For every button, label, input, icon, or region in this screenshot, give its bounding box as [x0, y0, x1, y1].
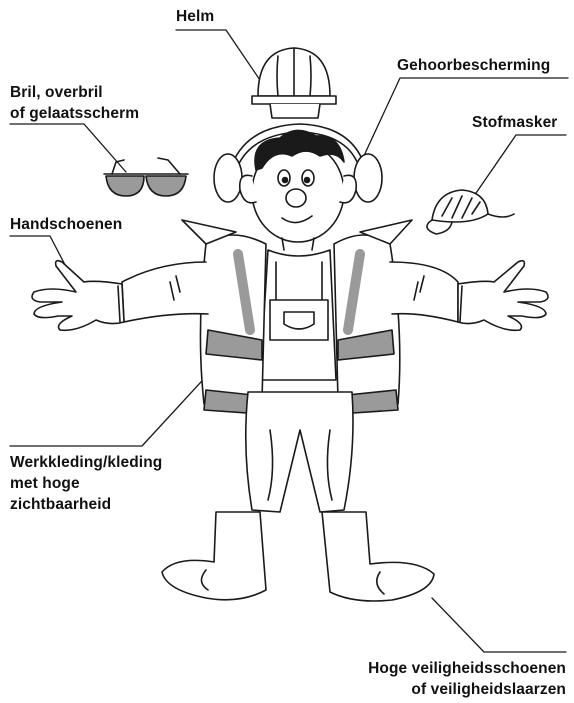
worker-legs [246, 392, 353, 512]
safety-glasses-icon [104, 158, 188, 196]
label-workwear: Werkkleding/kleding met hoge zichtbaarhe… [10, 452, 162, 515]
label-dust-mask: Stofmasker [472, 112, 557, 133]
worker-head [240, 130, 357, 250]
label-helmet: Helm [176, 6, 214, 27]
worker-torso [260, 250, 336, 380]
label-hearing-protection: Gehoorbescherming [397, 55, 550, 76]
label-gloves: Handschoenen [10, 214, 122, 235]
label-safety-boots: Hoge veiligheidsschoenen of veiligheidsl… [368, 658, 566, 700]
safety-boots-icon [162, 512, 434, 601]
helmet-icon [252, 48, 336, 118]
label-eye-protection: Bril, overbril of gelaatsscherm [10, 82, 139, 124]
dust-mask-icon [427, 190, 514, 234]
